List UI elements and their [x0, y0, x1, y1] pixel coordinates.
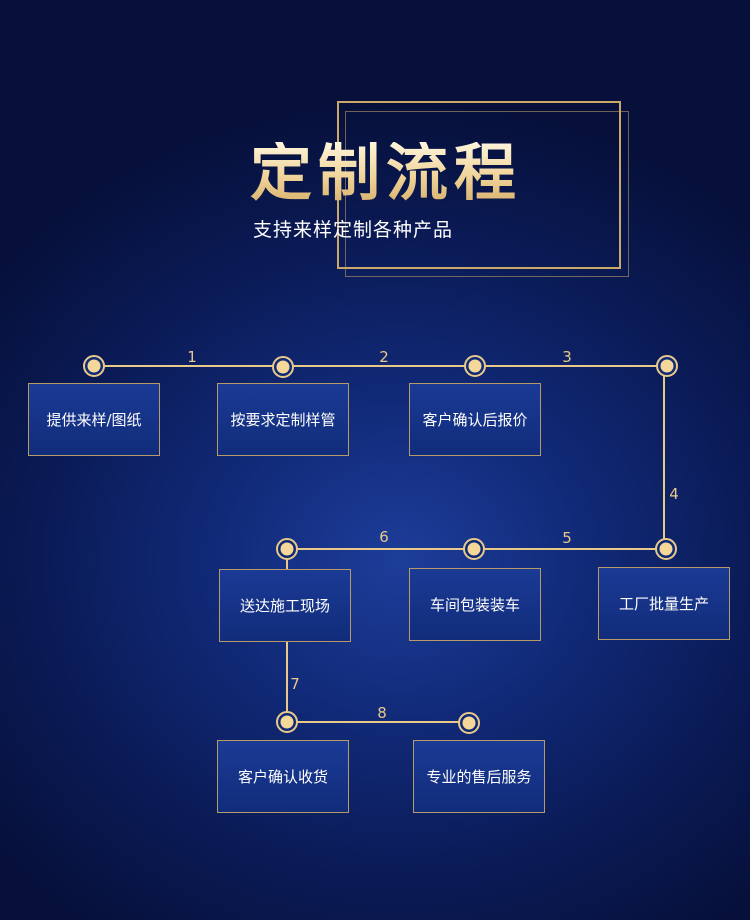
step-box-custom-sample-pipe: 按要求定制样管 [217, 383, 349, 456]
step-box-after-sales-service: 专业的售后服务 [413, 740, 545, 813]
step-number-8: 8 [377, 704, 387, 722]
step-box-packing-loading: 车间包装装车 [409, 568, 541, 641]
step-number-2: 2 [379, 348, 389, 366]
node-markers [83, 355, 678, 734]
step-number-labels: 1 2 3 4 5 6 7 8 [187, 348, 679, 722]
title-frame-outer [337, 101, 621, 269]
node-marker-1 [83, 355, 105, 377]
step-box-mass-production: 工厂批量生产 [598, 567, 730, 640]
title-frame-inner [345, 111, 629, 277]
step-number-7: 7 [290, 675, 300, 693]
step-number-1: 1 [187, 348, 197, 366]
step-number-5: 5 [562, 529, 572, 547]
node-marker-5 [655, 538, 677, 560]
step-number-4: 4 [669, 485, 679, 503]
step-number-6: 6 [379, 528, 389, 546]
node-marker-3 [464, 355, 486, 377]
step-box-confirm-receipt: 客户确认收货 [217, 740, 349, 813]
step-box-quote-after-confirm: 客户确认后报价 [409, 383, 541, 456]
node-marker-8 [276, 711, 298, 733]
node-marker-4 [656, 355, 678, 377]
step-number-3: 3 [562, 348, 572, 366]
page-title: 定制流程 [250, 142, 570, 204]
page-subtitle: 支持来样定制各种产品 [253, 219, 454, 241]
node-marker-9 [458, 712, 480, 734]
step-box-provide-sample: 提供来样/图纸 [28, 383, 160, 456]
node-marker-7 [276, 538, 298, 560]
step-box-deliver-to-site: 送达施工现场 [219, 569, 351, 642]
node-marker-6 [463, 538, 485, 560]
node-marker-2 [272, 356, 294, 378]
